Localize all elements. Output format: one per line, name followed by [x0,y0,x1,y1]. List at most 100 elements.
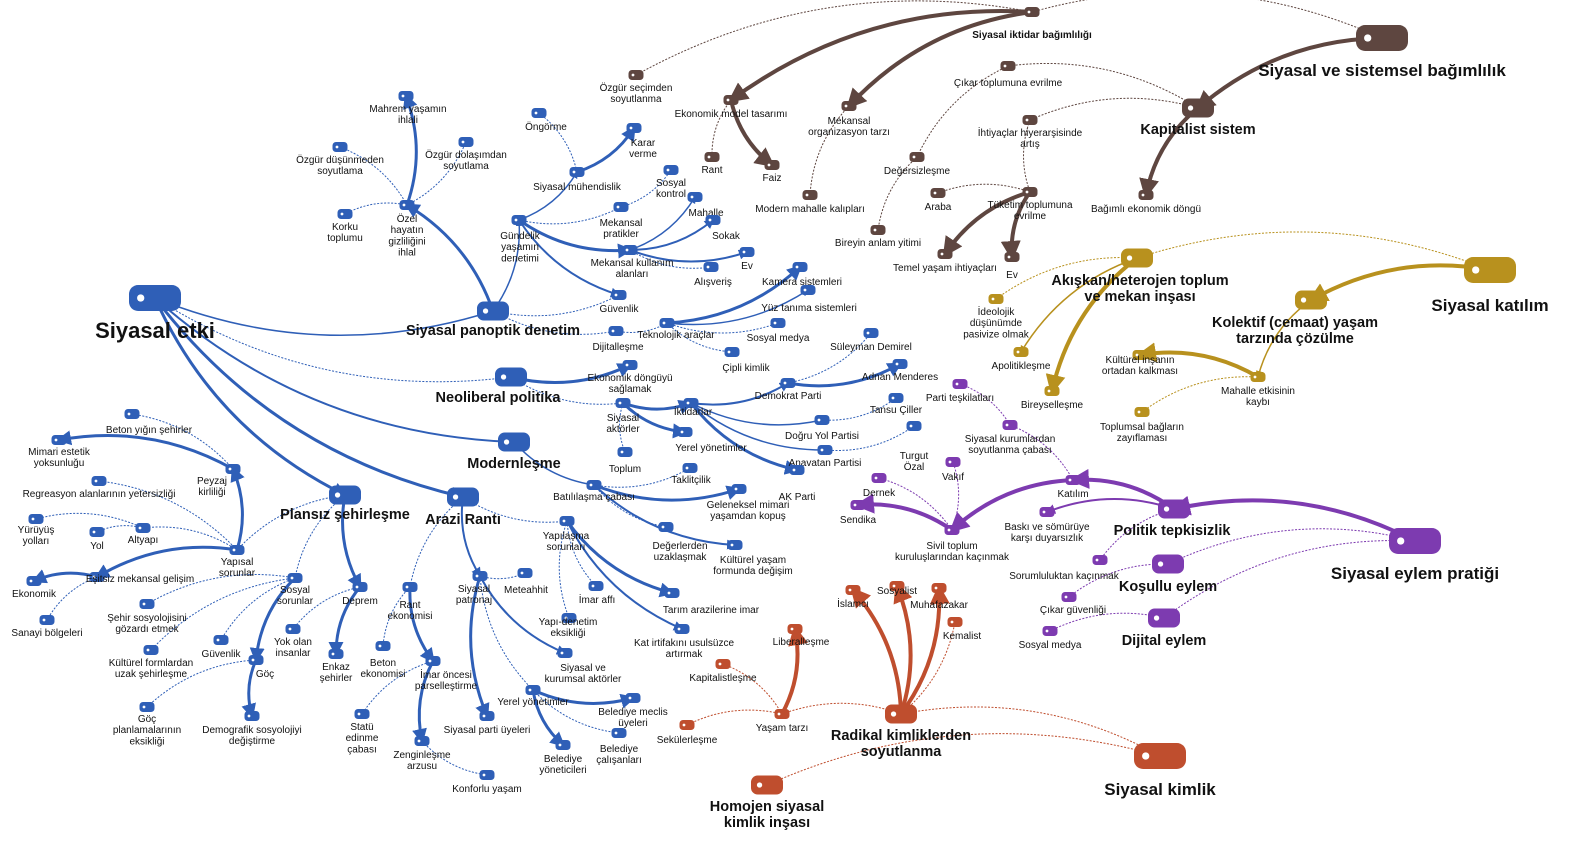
node-sistemsel[interactable]: Siyasal ve sistemsel bağımlılık [1258,25,1506,80]
node-sosyal-medya-p[interactable]: Sosyal medya [1019,626,1082,651]
node-yuz[interactable]: Yüz tanıma sistemleri [761,285,857,314]
node-modernlesme[interactable]: Modernleşme [467,432,561,473]
node-bireysel[interactable]: Bireyselleşme [1021,386,1084,411]
node-guvenlik-s[interactable]: Güvenlik [202,635,242,660]
node-yerel-yon[interactable]: Yerel yönetimler [675,427,747,454]
node-arazi[interactable]: Arazi Rantı [425,487,501,529]
node-kemalist[interactable]: Kemalist [943,617,982,642]
node-mahalle[interactable]: Mahalle [687,192,724,219]
node-vakif[interactable]: Vakıf [942,457,964,483]
node-batililasma[interactable]: Batılılaşma çabası [553,480,635,503]
node-islamci[interactable]: İslamcı [837,585,869,610]
node-plansiz[interactable]: Plansız şehirleşme [280,485,410,524]
node-apolitik[interactable]: Apolitikleşme [992,347,1051,372]
node-deprem[interactable]: Deprem [342,582,378,607]
node-goc[interactable]: Göç [248,655,275,680]
node-demokrat[interactable]: Demokrat Parti [755,378,822,402]
node-kosullu[interactable]: Koşullu eylem [1119,554,1217,596]
node-yerel-yon2[interactable]: Yerel yönetimler [497,685,569,708]
node-sendika[interactable]: Sendika [840,500,877,526]
node-muhendislik[interactable]: Siyasal mühendislik [533,167,622,193]
node-ev-b[interactable]: Ev [739,247,755,272]
node-alisveris[interactable]: Alışveriş [694,262,732,288]
node-temel[interactable]: Temel yaşam ihtiyaçları [893,249,997,274]
node-altyapi[interactable]: Altyapı [128,523,159,546]
node-iktidarlar[interactable]: İktidarlar [674,398,713,418]
node-liberallesme[interactable]: Liberalleşme [773,624,830,648]
node-anavatan[interactable]: Anavatan Partisi [789,445,862,469]
node-ak-parti[interactable]: AK Parti [779,465,816,503]
node-tansu[interactable]: Tansu Çiller [870,393,923,416]
node-rant-br[interactable]: Rant [701,152,723,176]
node-cikar-guv[interactable]: Çıkar güvenliği [1040,592,1106,616]
node-parti-uyeleri[interactable]: Siyasal parti üyeleri [444,711,531,736]
node-degersizlesme[interactable]: Değersizleşme [884,152,951,177]
node-guvenlik-p[interactable]: Güvenlik [600,290,640,315]
node-katilim[interactable]: Siyasal katılım [1431,257,1549,315]
node-suleyman[interactable]: Süleyman Demirel [830,328,912,353]
node-faiz[interactable]: Faiz [763,160,782,184]
node-sorumluluk[interactable]: Sorumluluktan kaçınmak [1009,555,1120,582]
node-konforlu[interactable]: Konforlu yaşam [452,770,522,795]
node-tarim[interactable]: Tarım arazilerine imar [663,588,760,616]
node-esitsiz[interactable]: Eşitsiz mekansal gelişim [86,572,194,585]
node-teknoloji[interactable]: Teknolojik araçlar [637,318,715,341]
node-tepkisizlik[interactable]: Politik tepkisizlik [1114,499,1232,540]
node-iktidar-bag[interactable]: Siyasal iktidar bağımlılığı [972,7,1092,41]
node-regresyon[interactable]: Regreasyon alanlarının yetersizliği [23,476,176,500]
node-ekonomik[interactable]: Ekonomik [12,576,57,600]
node-sokak[interactable]: Sokak [705,215,741,242]
node-muhafazakar[interactable]: Muhafazakar [910,583,969,611]
node-bireyin[interactable]: Bireyin anlam yitimi [835,225,921,249]
node-kimlik[interactable]: Siyasal kimlik [1104,743,1216,799]
node-dijitallesme[interactable]: Dijitalleşme [592,326,644,353]
node-modern-mahalle[interactable]: Modern mahalle kalıpları [755,190,865,215]
node-ekonomik-model[interactable]: Ekonomik model tasarımı [675,95,788,120]
node-siyasal-etki[interactable]: Siyasal etki [95,285,215,343]
node-kapitalistlesme[interactable]: Kapitalistleşme [689,659,757,684]
node-sosyalist[interactable]: Sosyalist [877,581,917,597]
node-adnan[interactable]: Adnan Menderes [862,359,938,383]
